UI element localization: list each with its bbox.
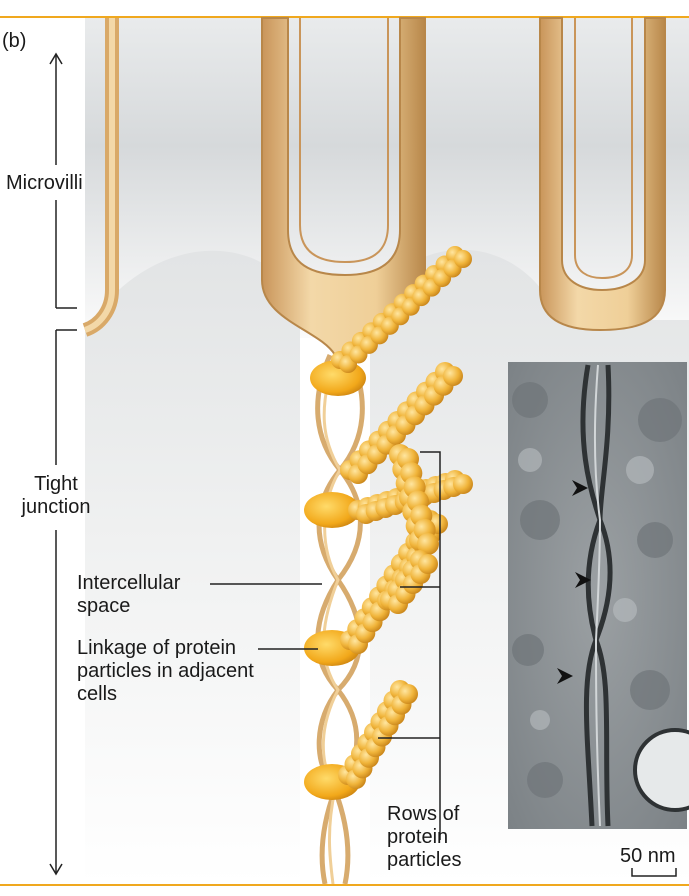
scale-bar-label: 50 nm xyxy=(620,845,676,867)
arrowhead-marker xyxy=(572,480,588,496)
electron-micrograph xyxy=(508,362,689,829)
left-cell-surface xyxy=(85,250,300,884)
protein-particle xyxy=(443,366,463,386)
scale-bar xyxy=(631,868,677,877)
rows-of-protein-particles-label: Rows of protein particles xyxy=(387,803,462,871)
linkage-particle xyxy=(304,492,360,528)
protein-particle xyxy=(417,533,439,555)
protein-particle xyxy=(453,474,473,494)
tight-junction-label: Tight junction xyxy=(21,473,91,518)
microvillus-right xyxy=(539,17,666,332)
intercellular-space-label: Intercellular space xyxy=(77,572,181,617)
rows-bracket xyxy=(378,451,441,840)
linkage-label: Linkage of protein particles in adjacent… xyxy=(77,637,254,705)
arrowhead-marker xyxy=(575,572,591,588)
protein-particle xyxy=(454,250,472,268)
microvilli-label: Microvilli xyxy=(6,172,83,194)
panel-label: (b) xyxy=(2,30,27,52)
microvilli-bracket xyxy=(49,52,77,309)
tight-junction-bracket xyxy=(49,329,77,876)
arrowhead-marker xyxy=(557,668,573,684)
protein-particle xyxy=(398,684,418,704)
protein-particle xyxy=(418,554,438,574)
